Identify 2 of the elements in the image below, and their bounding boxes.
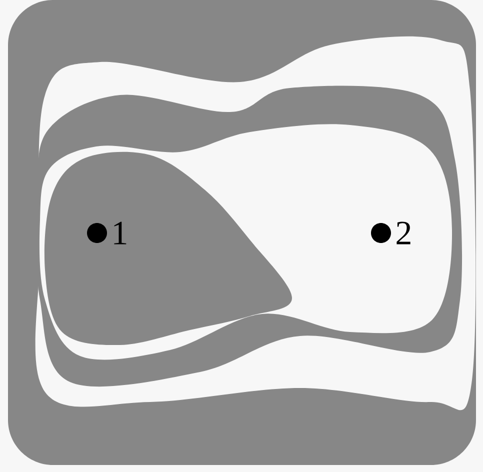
point-label: 1	[114, 222, 126, 244]
point-label: 2	[396, 222, 410, 244]
